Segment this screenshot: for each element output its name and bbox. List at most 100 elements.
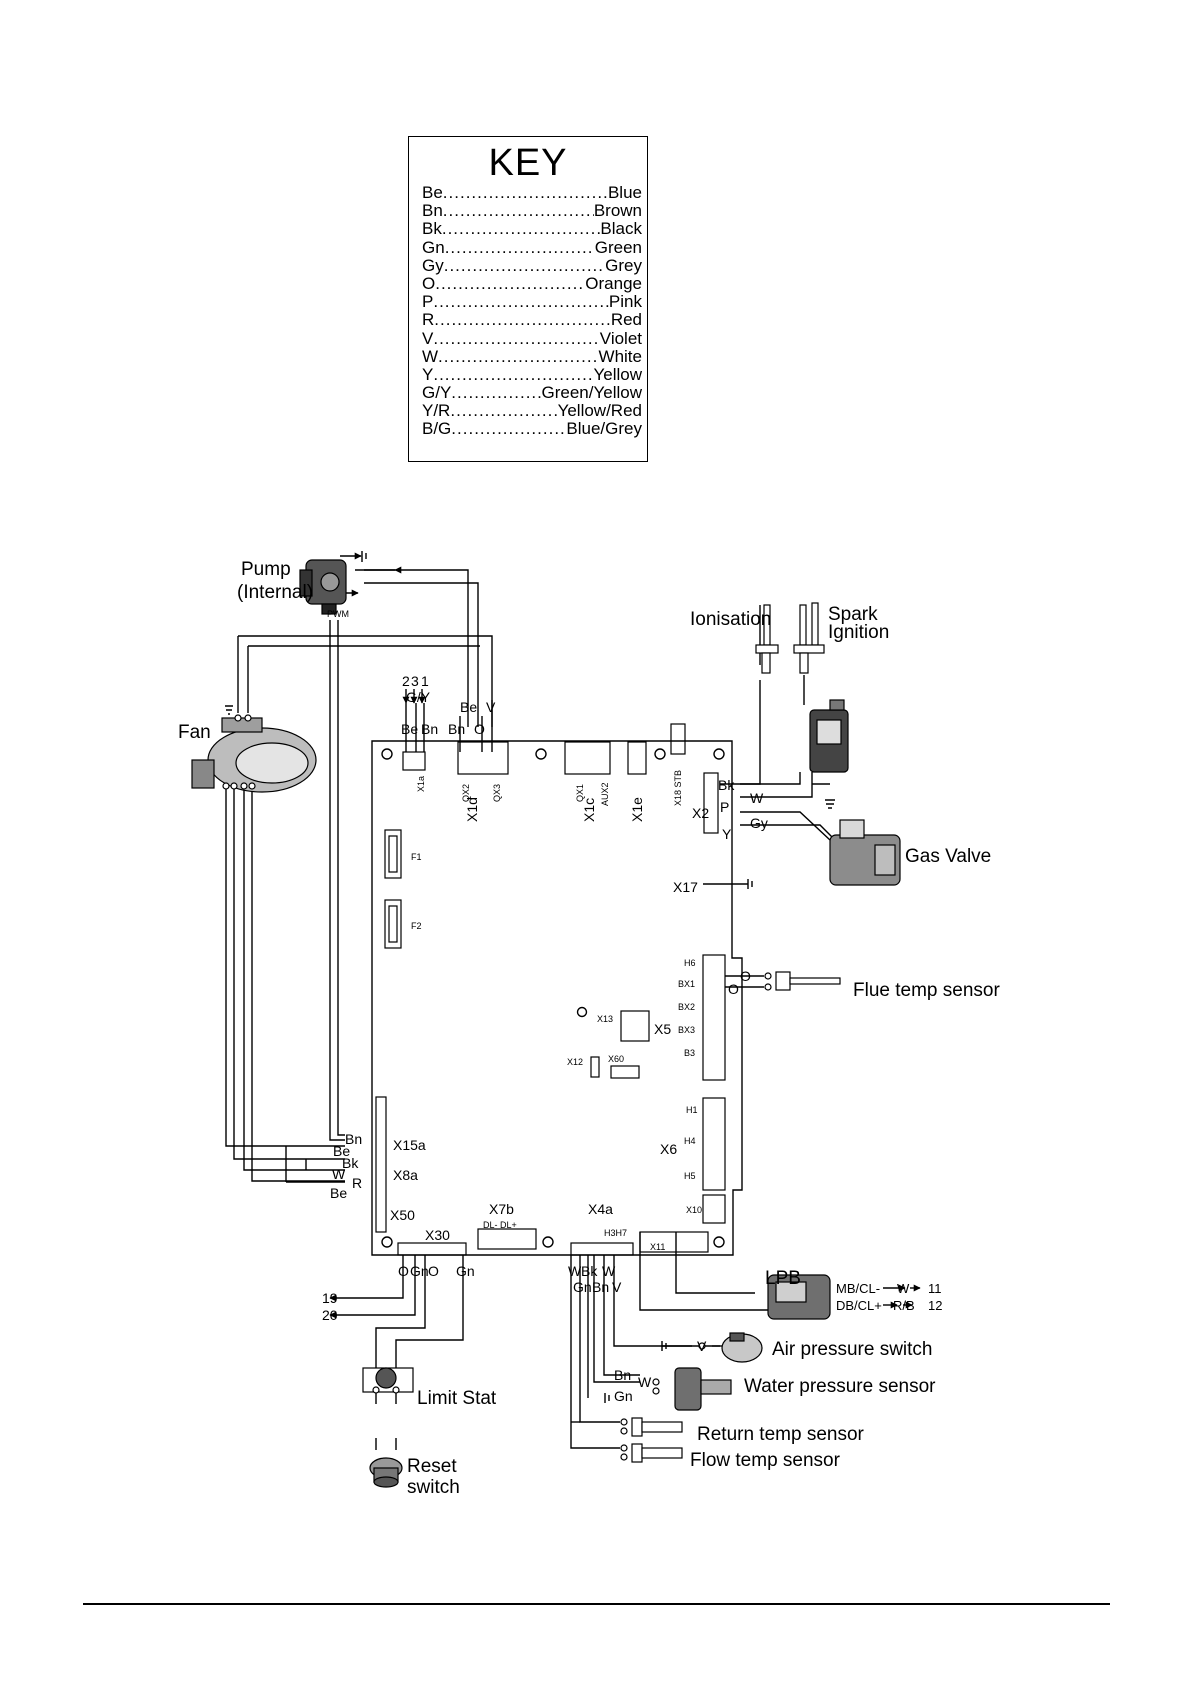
return-sensor-icon: [620, 1417, 683, 1437]
wire-x30-o1: O: [398, 1263, 409, 1279]
key-colour-name: Pink: [608, 293, 642, 312]
key-code: V: [422, 329, 434, 348]
qx2-label: QX2: [461, 784, 471, 802]
wire-v-top: V: [486, 699, 496, 715]
key-row: G/YGreen/Yellow: [422, 384, 642, 402]
gas-valve-icon: [829, 819, 901, 886]
key-colour-name: Green/Yellow: [541, 384, 643, 403]
h5-label: H5: [684, 1171, 696, 1181]
wire-be-x8a: Be: [330, 1185, 347, 1201]
key-code: Bn: [422, 202, 443, 221]
db-num: 12: [928, 1298, 942, 1313]
wire-w-x2: W: [750, 790, 764, 806]
pin-numbers: 2 3 1: [402, 673, 429, 689]
flow-sensor-label: Flow temp sensor: [690, 1450, 841, 1471]
pin-3: 3: [411, 673, 419, 689]
key-code: W: [422, 347, 439, 366]
bus-labels: MB/CL- W 11 DB/CL+ R/B 12: [836, 1281, 942, 1313]
f2-label: F2: [411, 921, 422, 931]
reset-label-2: switch: [407, 1477, 460, 1498]
x2-label: X2: [692, 805, 709, 821]
x7b-label: X7b: [489, 1201, 514, 1217]
fan-label: Fan: [178, 722, 211, 743]
pin-2: 2: [402, 673, 410, 689]
reset-label-1: Reset: [407, 1456, 457, 1477]
key-code: Bk: [422, 220, 442, 239]
key-row: Bn Brown: [422, 202, 642, 220]
x50-label: X50: [390, 1207, 415, 1223]
key-row: P Pink: [422, 293, 642, 311]
x5-label: X5: [654, 1021, 671, 1037]
spark-electrode-icon: [793, 602, 825, 674]
wire-gy-x2: Gy: [750, 815, 768, 831]
x60-label: X60: [608, 1054, 624, 1064]
key-code: Be: [422, 184, 443, 202]
wire-o-qx3: O: [474, 721, 485, 737]
water-pressure-sensor-icon: [652, 1367, 732, 1411]
x7b-pins-label: DL- DL+: [483, 1220, 517, 1230]
pwm-label: PWM: [327, 609, 349, 619]
x8a-label: X8a: [393, 1167, 418, 1183]
x11-label: X11: [650, 1242, 665, 1252]
key-code: O: [422, 274, 436, 293]
wire-bk-x15a: Bk: [342, 1155, 359, 1171]
small-connector-labels: X1a QX2 QX3 QX1 AUX2 X18 STB F1 F2 H6 BX…: [411, 770, 702, 1252]
key-colour-name: Orange: [585, 274, 642, 293]
key-row: VViolet: [422, 330, 642, 348]
wire-bn-x1a: Bn: [421, 721, 438, 737]
h3h7-label: H3H7: [604, 1228, 627, 1238]
fan-icon: [191, 714, 317, 793]
key-colour-name: Black: [600, 220, 642, 239]
flow-sensor-icon: [620, 1443, 683, 1463]
x1a-label: X1a: [416, 776, 426, 792]
pump-icon: [299, 559, 347, 615]
x13-label: X13: [597, 1014, 613, 1024]
db-cl-label: DB/CL+: [836, 1298, 882, 1313]
key-colour-name: Yellow: [593, 365, 642, 384]
return-sensor-label: Return temp sensor: [697, 1424, 865, 1445]
air-pressure-switch-icon: [698, 1332, 763, 1363]
x4a-label: X4a: [588, 1201, 613, 1217]
x1e-label: X1e: [629, 797, 645, 822]
wire-bn-qx2: Bn: [448, 721, 465, 737]
wire-water-gn: Gn: [614, 1388, 633, 1404]
reset-switch-icon: [369, 1457, 403, 1488]
output-19: 19: [322, 1290, 338, 1306]
connector-labels: X1d X1c X1e X2 X17 X5 X6 X15a X8a X50 X3…: [390, 797, 709, 1243]
aux2-label: AUX2: [600, 782, 610, 806]
key-row: GnGreen: [422, 239, 642, 257]
key-row: W White: [422, 348, 642, 366]
pcb-connectors: [375, 723, 726, 1256]
bx1-label: BX1: [678, 979, 695, 989]
ionisation-label: Ionisation: [690, 609, 771, 630]
key-row: Bk Black: [422, 220, 642, 238]
key-colour-name: Grey: [605, 256, 642, 275]
key-code: R: [422, 311, 435, 330]
pump-sub-label: (Internal): [237, 582, 313, 603]
key-code: B/G: [422, 420, 452, 439]
key-colour-name: Blue/Grey: [566, 420, 642, 439]
key-colour-name: White: [598, 347, 642, 366]
wires: [225, 552, 921, 1450]
key-row: BeBlue: [422, 184, 642, 202]
wire-x4a-bn: Bn: [592, 1279, 609, 1295]
key-code: P: [422, 293, 434, 312]
wire-be-top: Be: [460, 699, 477, 715]
component-labels: Pump (Internal) Fan Ionisation Spark Ign…: [178, 559, 1000, 1498]
x1d-label: X1d: [464, 797, 480, 822]
wire-bn-x15a: Bn: [345, 1131, 362, 1147]
wire-x4a-w2: W: [602, 1263, 616, 1279]
earth-symbols: [225, 551, 835, 1403]
key-title: KEY: [488, 142, 568, 184]
h1-label: H1: [686, 1105, 698, 1115]
wire-x30-gn1: Gn: [410, 1263, 429, 1279]
x1c-label: X1c: [581, 798, 597, 822]
key-colour-name: Brown: [593, 202, 642, 221]
flue-sensor-label: Flue temp sensor: [853, 980, 1000, 1001]
x15a-label: X15a: [393, 1137, 426, 1153]
b3-label: B3: [684, 1048, 695, 1058]
db-rb-label: R/B: [893, 1298, 915, 1313]
spark-label-2: Ignition: [828, 622, 889, 643]
key-code: Gy: [422, 256, 444, 275]
